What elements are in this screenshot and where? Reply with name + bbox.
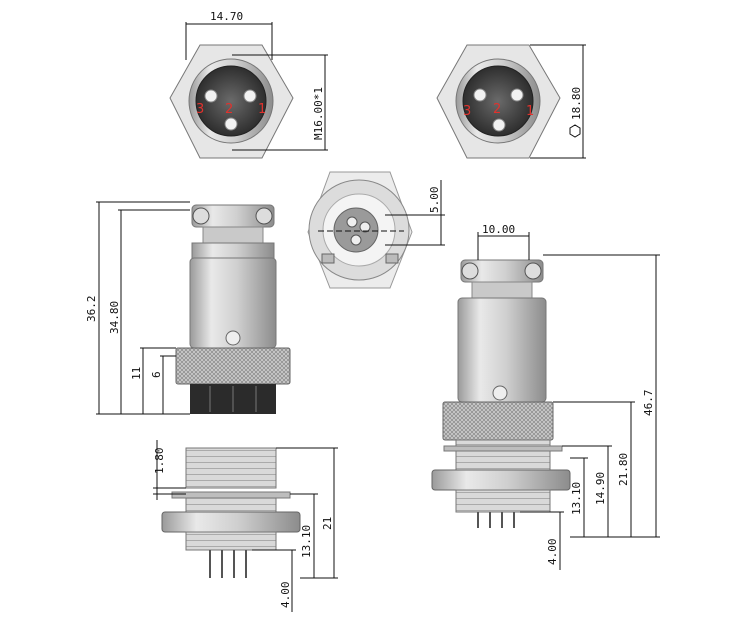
dim-right-14-90: 14.90 (594, 472, 607, 505)
dim-width-10: 10.00 (482, 223, 515, 236)
assembly-side-view-right: ctronic 10.00 46.7 21.80 14.90 (431, 223, 660, 570)
dim-left-11: 11 (130, 367, 143, 380)
dim-top-width: 14.70 (210, 10, 243, 23)
dim-socket-21: 21 (321, 517, 334, 530)
dim-right-21-80: 21.80 (617, 453, 630, 486)
pin-label-3-left: 3 (196, 102, 204, 117)
dim-socket-13-10: 13.10 (300, 525, 313, 558)
dim-total-left: 36.2 (85, 296, 98, 323)
socket-side-view-left: 1.80 21 13.10 4.00 (153, 440, 338, 612)
pin-label-3-right: 3 (463, 104, 471, 119)
pin-label-2-left: 2 (225, 102, 233, 117)
dim-thread: M16.00*1 (312, 87, 325, 140)
dim-total-right: 46.7 (642, 390, 655, 417)
plug-side-view-left: 36.2 34.80 11 6 (85, 201, 291, 415)
front-view-left: 3 2 1 14.70 M16.00*1 (169, 10, 328, 159)
pin-label-1-right: 1 (526, 104, 534, 119)
dim-hex: 18.80 (570, 87, 583, 120)
dim-socket-1-80: 1.80 (153, 448, 166, 475)
pin-label-1-left: 1 (258, 102, 266, 117)
dim-key-depth: 5.00 (428, 187, 441, 214)
front-view-right: 3 2 1 18.80 (436, 44, 586, 159)
hex-symbol-icon (569, 124, 581, 138)
socket-face-view: 5.00 (307, 171, 445, 289)
dim-left-6: 6 (150, 371, 163, 378)
dim-right-4-00: 4.00 (546, 539, 559, 566)
dim-socket-4-00: 4.00 (279, 582, 292, 609)
pin-label-2-right: 2 (493, 102, 501, 117)
dim-right-13-10: 13.10 (570, 482, 583, 515)
dim-body-left: 34.80 (108, 301, 121, 334)
